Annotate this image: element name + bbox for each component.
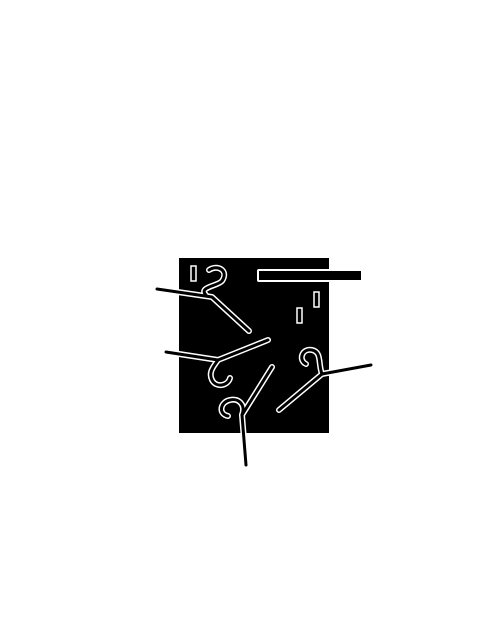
mark-small-2 [313,291,320,308]
mark-small-1 [190,265,197,282]
hanger-icon [154,264,252,334]
rail-bar [257,269,363,282]
hanger-icon [276,346,374,413]
mark-small-3 [296,307,303,324]
hanger-icon [163,337,271,388]
hanger-icon [218,364,275,468]
